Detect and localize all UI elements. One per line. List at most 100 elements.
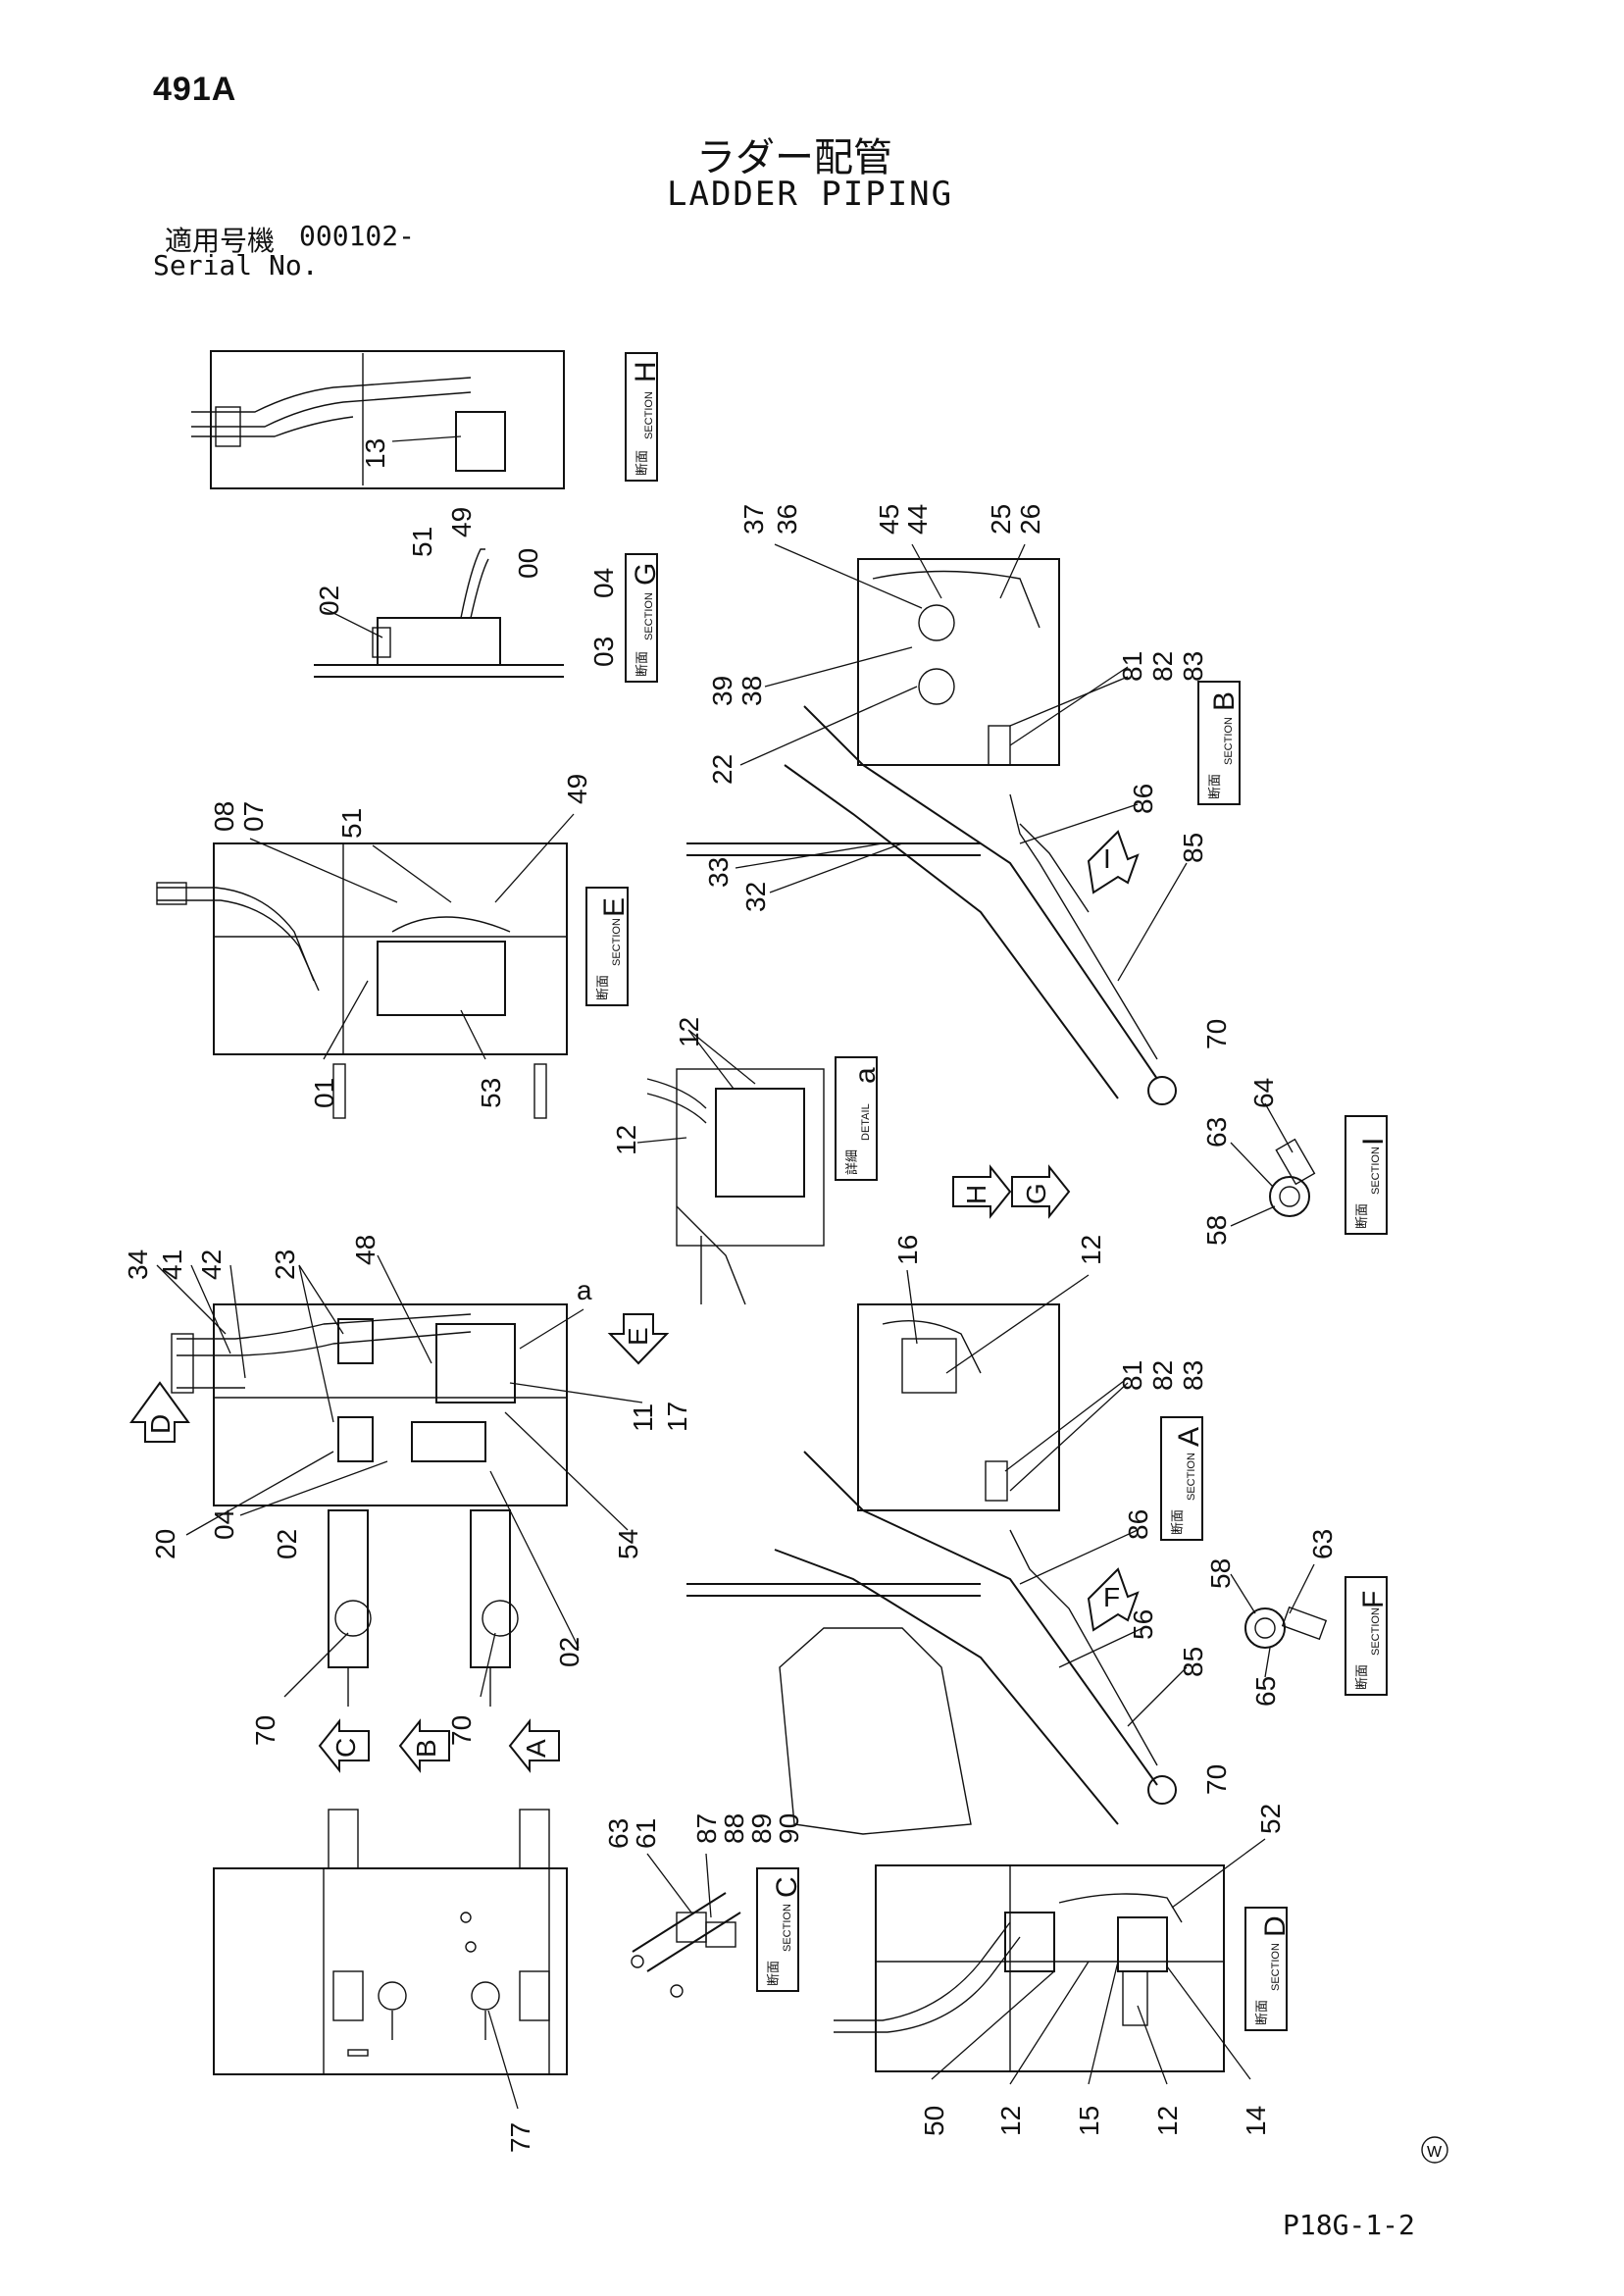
- section-h-drawing: [191, 350, 565, 489]
- part-label: 70: [446, 1715, 477, 1746]
- part-label: 61: [631, 1818, 661, 1849]
- section-i-drawing: [1269, 1138, 1316, 1217]
- section-g-tag: 断面 SECTION G: [625, 553, 662, 683]
- section-letter: E: [598, 897, 631, 917]
- view-arrow-a: A: [508, 1718, 560, 1773]
- section-e-tag: 断面 SECTION E: [585, 887, 631, 1006]
- section-tag-en: SECTION: [1186, 1453, 1197, 1501]
- serial-label: Serial No.: [153, 249, 319, 281]
- section-tag-en: SECTION: [1370, 1607, 1382, 1656]
- part-label: 23: [270, 1250, 300, 1280]
- part-label: 37: [738, 504, 769, 535]
- detail-a-part-labels: 12 12: [611, 1017, 756, 1155]
- part-label: 12: [611, 1125, 641, 1155]
- section-tag-jp: 断面: [635, 450, 650, 476]
- part-label: 07: [238, 801, 269, 832]
- page-code: 491A: [153, 71, 237, 108]
- part-label: 00: [513, 548, 543, 579]
- part-label: 22: [707, 754, 737, 785]
- section-tag-jp: 断面: [1355, 1203, 1370, 1229]
- part-label: 88: [719, 1813, 749, 1844]
- bottom-left-drawing: [213, 1809, 568, 2075]
- detail-tag-jp: 詳細: [844, 1149, 860, 1175]
- part-label: 70: [250, 1715, 280, 1746]
- section-c-drawing: [631, 1892, 741, 1998]
- section-letter: I: [1357, 1138, 1390, 1146]
- section-e-drawing: [156, 842, 568, 1119]
- section-tag-jp: 断面: [1208, 774, 1223, 799]
- part-label: 12: [1152, 2106, 1183, 2136]
- part-label: 34: [123, 1250, 153, 1280]
- part-label: 41: [157, 1250, 187, 1280]
- part-label: 49: [562, 774, 592, 804]
- part-label: 02: [314, 586, 344, 616]
- part-label: 11: [628, 1403, 658, 1432]
- section-tag-en: SECTION: [1370, 1147, 1382, 1195]
- section-e-part-labels: 08 07 51 49 01 53: [209, 774, 592, 1108]
- section-a-part-labels: 16 12 81 82 83 86 56 85 70: [892, 1235, 1232, 1795]
- part-label: 44: [902, 504, 933, 535]
- part-label: 51: [407, 527, 437, 557]
- view-arrow-label: B: [411, 1739, 441, 1758]
- part-label: 01: [309, 1078, 339, 1108]
- part-label: 82: [1147, 651, 1178, 682]
- main-view-drawing: [171, 1303, 568, 1707]
- part-label: 32: [740, 882, 771, 912]
- part-label: 77: [505, 2122, 535, 2153]
- part-label: 33: [703, 857, 734, 888]
- part-label: 04: [209, 1509, 239, 1540]
- part-label: 42: [196, 1250, 227, 1280]
- part-label: 03: [588, 637, 619, 667]
- view-arrow-f: F: [1087, 1567, 1140, 1632]
- section-f-tag: 断面 SECTION F: [1345, 1576, 1390, 1696]
- page-reference: P18G-1-2: [1283, 2209, 1415, 2241]
- part-label: 85: [1178, 1647, 1208, 1677]
- section-d-part-labels: 52 50 12 15 12 14: [919, 1804, 1286, 2136]
- part-label: 02: [554, 1637, 584, 1667]
- part-label: 58: [1205, 1558, 1236, 1589]
- part-label: 63: [1201, 1117, 1232, 1148]
- part-label: 48: [350, 1235, 381, 1265]
- part-label: 02: [272, 1529, 302, 1559]
- view-arrow-e: E: [607, 1313, 670, 1365]
- view-arrow-label: F: [1103, 1582, 1120, 1612]
- view-arrow-c: C: [318, 1718, 370, 1773]
- section-i-part-labels: 64 63 58: [1201, 1078, 1294, 1246]
- part-label: 51: [336, 808, 367, 839]
- part-label: 89: [746, 1813, 777, 1844]
- part-label: 87: [691, 1813, 722, 1844]
- section-d-drawing: [834, 1864, 1225, 2072]
- part-label: 38: [736, 676, 767, 706]
- part-label: 36: [772, 504, 802, 535]
- part-label: 13: [360, 438, 390, 469]
- part-label: 70: [1201, 1019, 1232, 1049]
- section-tag-en: SECTION: [1270, 1943, 1282, 1991]
- section-h-part-labels: 13: [360, 438, 390, 469]
- view-arrow-i: I: [1087, 830, 1140, 894]
- part-label: 20: [150, 1529, 180, 1559]
- part-label: 83: [1178, 1360, 1208, 1391]
- section-c-tag: 断面 SECTION C: [756, 1867, 803, 1992]
- corner-mark: W: [1421, 2136, 1448, 2164]
- part-label: 54: [613, 1529, 643, 1559]
- detail-a-drawing: [646, 1068, 825, 1305]
- part-label: 50: [919, 2106, 949, 2136]
- section-tag-en: SECTION: [643, 592, 655, 640]
- part-label: 64: [1248, 1078, 1279, 1108]
- view-arrow-h: H: [952, 1164, 1012, 1219]
- page-title-japanese: ラダー配管: [696, 135, 892, 180]
- section-tag-en: SECTION: [782, 1904, 793, 1952]
- part-label: 45: [874, 504, 904, 535]
- view-arrow-label: D: [145, 1414, 176, 1434]
- part-label: 85: [1178, 833, 1208, 863]
- part-label: 70: [1201, 1764, 1232, 1795]
- section-letter: A: [1173, 1427, 1205, 1447]
- section-b-drawing: [686, 558, 1177, 1105]
- view-arrow-label: I: [1103, 843, 1111, 874]
- section-g-drawing: [314, 548, 564, 678]
- section-i-tag: 断面 SECTION I: [1345, 1115, 1390, 1235]
- section-tag-jp: 断面: [1255, 2000, 1270, 2025]
- section-tag-jp: 断面: [767, 1961, 782, 1986]
- section-b-part-labels: 37 36 45 44 25 26 39 38 81 82 83 22 86 8…: [703, 504, 1232, 1049]
